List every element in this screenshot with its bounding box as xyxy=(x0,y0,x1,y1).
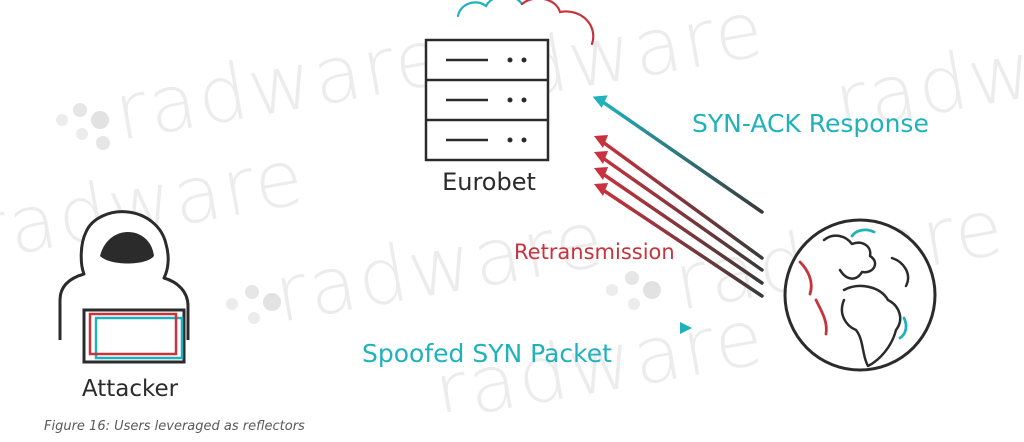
spoofed-syn-arrow xyxy=(300,322,692,334)
watermark-logo-2 xyxy=(226,285,281,324)
synack-arrow xyxy=(592,95,764,214)
retransmission-label: Retransmission xyxy=(514,240,675,264)
server-label: Eurobet xyxy=(442,168,536,196)
figure-caption: Figure 16: Users leveraged as reflectors xyxy=(44,419,305,434)
globe-icon xyxy=(783,218,937,372)
spoofed-syn-label: Spoofed SYN Packet xyxy=(362,339,612,368)
retransmission-arrow-4 xyxy=(594,183,764,298)
retransmission-arrow-2 xyxy=(594,151,764,272)
watermark-logo-3 xyxy=(606,271,661,310)
synack-label: SYN-ACK Response xyxy=(692,109,929,138)
attacker-icon xyxy=(58,210,190,364)
attacker-label: Attacker xyxy=(82,376,179,402)
retransmission-arrows xyxy=(594,135,764,298)
retransmission-arrow-3 xyxy=(594,167,764,285)
server-icon xyxy=(424,38,550,162)
watermark-text-5: radware xyxy=(268,194,612,341)
retransmission-arrow-1 xyxy=(594,135,764,260)
reflection-attack-diagram: radware radware radware radware radware … xyxy=(0,0,1024,412)
cloud-icon xyxy=(456,0,595,46)
watermark-logo-1 xyxy=(56,103,110,150)
